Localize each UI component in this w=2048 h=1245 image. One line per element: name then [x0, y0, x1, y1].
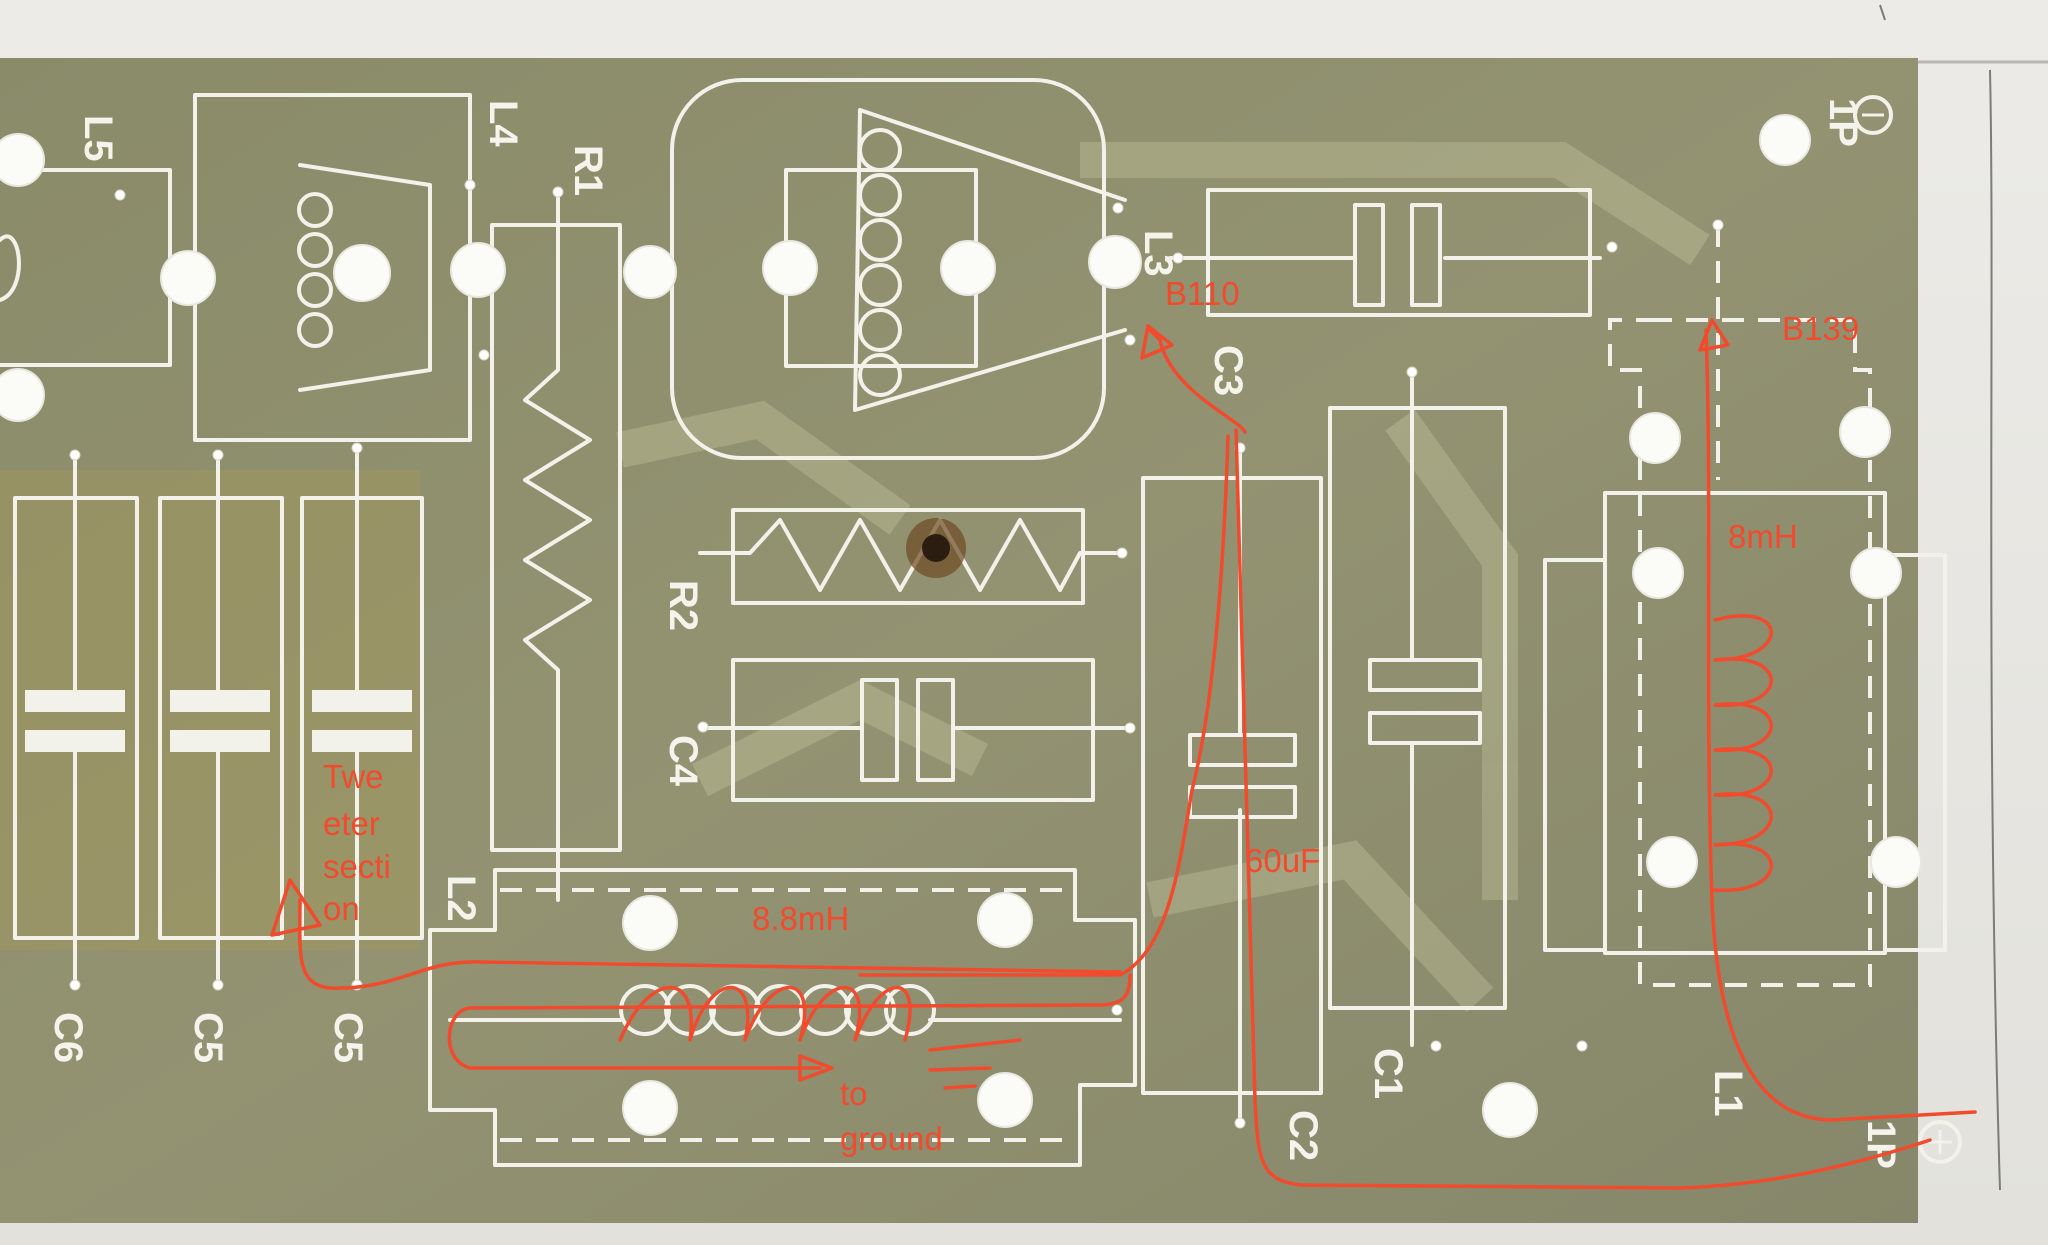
inductor-l1: L1 [1543, 225, 1947, 1117]
label-l2: L2 [439, 875, 483, 922]
label-c4: C4 [661, 735, 705, 787]
label-c3: C3 [1206, 345, 1250, 396]
ann-tweeter-wire [298, 898, 1122, 990]
ann-text-8-8mh: 8.8mH [752, 900, 849, 937]
label-1p-bottom: 1P [1859, 1120, 1903, 1169]
capacitor-c6: C6 [13, 453, 139, 1063]
ann-text-b139: B139 [1782, 310, 1859, 347]
label-l4: L4 [481, 100, 525, 147]
ann-text-ground: ground [840, 1120, 943, 1157]
capacitor-c1: C1 [1328, 368, 1507, 1099]
label-c5b: C5 [326, 1012, 370, 1063]
ann-text-8mh: 8mH [1728, 518, 1798, 555]
resistor-r1: R1 [490, 145, 622, 902]
ann-text-tweeter-3: secti [323, 848, 391, 885]
ann-arrow-tweeter [270, 878, 322, 937]
capacitor-c5a: C5 [158, 453, 284, 1063]
label-c6: C6 [46, 1012, 90, 1063]
ann-l1-wire [1704, 328, 1977, 1122]
capacitor-c4: C4 [661, 658, 1132, 802]
ann-text-tweeter-1: Twe [323, 758, 384, 795]
ann-l1-coil [1713, 614, 1773, 892]
resistor-r2: R2 [661, 508, 1122, 631]
ann-ground-symbol [928, 1038, 1022, 1090]
mounting-holes [0, 114, 1922, 1138]
label-l3: L3 [1136, 230, 1180, 277]
ann-text-tweeter-4: on [323, 890, 360, 927]
paper-pen-mark [1879, 4, 1886, 21]
copper-traces [616, 142, 1710, 1013]
label-l1: L1 [1706, 1070, 1750, 1117]
label-l5: L5 [76, 115, 120, 162]
ann-text-tweeter-2: eter [323, 805, 380, 842]
ann-arrow-b110 [1140, 324, 1174, 360]
label-c5a: C5 [186, 1012, 230, 1063]
ann-l2-wire [447, 973, 1132, 1070]
inductor-l2: L2 [428, 868, 1137, 1167]
paper-pen-line [1989, 69, 2001, 1191]
capacitor-c3: C3 [1168, 188, 1602, 396]
label-r1: R1 [566, 145, 610, 196]
ann-arrow-b139 [1698, 318, 1730, 352]
burn-core [922, 534, 950, 562]
annotations-layer: B110 B139 8mH 8.8mH 60uF Twe eter secti … [270, 275, 1977, 1190]
ann-l2-coil [618, 985, 912, 1042]
label-c1: C1 [1366, 1048, 1410, 1099]
capacitor-c5b: C5 [300, 443, 424, 1063]
ann-return-wire [1234, 428, 1932, 1190]
ann-c2-wire [858, 434, 1230, 977]
ann-arrow-ground [798, 1054, 834, 1082]
ann-text-to: to [840, 1075, 868, 1112]
ann-l3-line [1148, 328, 1247, 434]
connector-top: 1P [1821, 95, 1893, 147]
solder-pads [69, 179, 1724, 1129]
ann-text-b110: B110 [1165, 275, 1240, 312]
inductor-l4: L4 [193, 93, 525, 442]
label-r2: R2 [661, 580, 705, 631]
ann-text-60uf: 60uF [1245, 842, 1320, 879]
label-c2: C2 [1281, 1110, 1325, 1161]
